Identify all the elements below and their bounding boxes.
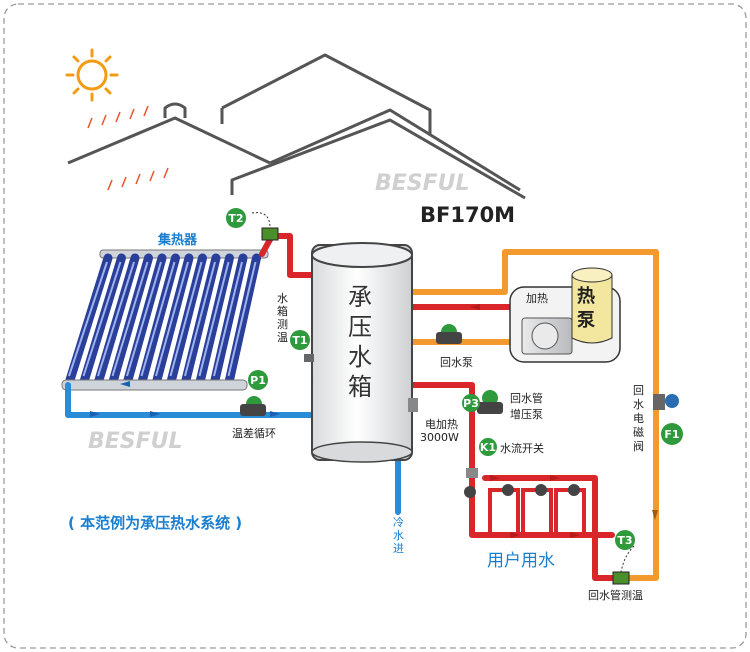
collector-tube-highlight bbox=[82, 261, 122, 377]
return-pump-label: 回水泵 bbox=[440, 356, 473, 369]
collector-tube-highlight bbox=[184, 261, 216, 377]
badge-p1 bbox=[248, 370, 268, 390]
collector-tube-highlight bbox=[213, 261, 243, 377]
p1-label: 温差循环 bbox=[232, 426, 276, 440]
return-valve-pipe bbox=[621, 397, 659, 581]
badge-p3-text: P3 bbox=[463, 397, 479, 410]
badge-t3-text: T3 bbox=[617, 534, 632, 547]
collector-tubes bbox=[65, 253, 261, 385]
electric-heater-element bbox=[408, 398, 418, 412]
system-note: ( 本范例为承压热水系统 ) bbox=[68, 514, 242, 532]
heat-pump-supply-pipe bbox=[407, 249, 659, 403]
pump-p1-icon bbox=[240, 396, 266, 416]
heating-label: 加热 bbox=[526, 292, 548, 305]
house-outline bbox=[67, 53, 526, 200]
collector-cold-pipe bbox=[65, 382, 321, 418]
frame-border bbox=[3, 3, 747, 649]
badge-t2-text: T2 bbox=[228, 212, 243, 225]
collector-tube-highlight bbox=[155, 261, 189, 377]
heat-pump-label-2: 泵 bbox=[577, 310, 595, 331]
collector-tube-highlight bbox=[169, 261, 203, 377]
collector-hot-pipe bbox=[259, 233, 319, 278]
sensor-t3-icon bbox=[612, 545, 635, 585]
heater-label-2: 3000W bbox=[420, 431, 459, 444]
user-flow-arrows bbox=[490, 475, 580, 538]
collector-tube-highlight bbox=[97, 261, 135, 377]
badge-p1-text: P1 bbox=[250, 374, 266, 387]
pressure-tank bbox=[311, 242, 418, 463]
collector-tube-highlight bbox=[68, 261, 108, 377]
sensor-t2-icon bbox=[251, 212, 279, 241]
collector-tube-highlight bbox=[198, 261, 230, 377]
collector-label: 集热器 bbox=[157, 232, 198, 248]
tank-temp-label: 水箱测温 bbox=[277, 292, 288, 344]
return-pump-icon bbox=[436, 324, 462, 344]
sun-icon bbox=[65, 48, 119, 102]
solar-collector bbox=[61, 249, 269, 391]
model-label: BF170M bbox=[420, 203, 515, 227]
switch-k1-icon bbox=[466, 468, 478, 478]
collector-tube-highlight bbox=[140, 261, 176, 377]
sensor-t1-icon bbox=[304, 354, 314, 362]
badge-t1-text: T1 bbox=[292, 334, 307, 347]
badge-t2 bbox=[226, 208, 246, 228]
p3-label-1: 回水管 bbox=[510, 391, 543, 405]
p3-label-2: 增压泵 bbox=[510, 407, 543, 421]
badge-k1 bbox=[479, 438, 497, 456]
heat-pump bbox=[509, 267, 621, 363]
k1-label: 水流开关 bbox=[500, 441, 544, 455]
user-fixtures bbox=[488, 488, 586, 536]
collector-tube-highlight bbox=[126, 261, 162, 377]
shower-heads bbox=[464, 484, 580, 498]
users-label: 用户用水 bbox=[487, 551, 555, 571]
collector-tube-highlight bbox=[227, 261, 257, 377]
badge-f1 bbox=[661, 423, 683, 445]
tank-label: 承压水箱 bbox=[348, 283, 372, 401]
user-hot-pipe bbox=[407, 382, 475, 481]
brand-watermark-top: BESFUL bbox=[375, 171, 470, 196]
solenoid-valve-icon bbox=[653, 394, 679, 410]
badge-t3 bbox=[615, 530, 635, 550]
flow-arrows bbox=[90, 381, 280, 417]
badge-k1-text: K1 bbox=[480, 441, 496, 454]
cold-water-label: 冷水进 bbox=[393, 516, 404, 555]
badge-t1 bbox=[290, 330, 310, 350]
collector-tube-highlight bbox=[111, 261, 149, 377]
heater-label-1: 电加热 bbox=[425, 418, 458, 431]
badge-f1-text: F1 bbox=[664, 428, 679, 441]
f1-label: 回水电磁阀 bbox=[633, 384, 644, 453]
heat-pump-label-1: 热 bbox=[577, 285, 595, 307]
badge-p3 bbox=[462, 394, 480, 412]
sunlight-arrows bbox=[87, 105, 169, 191]
badges: T2 T1 P1 P3 K1 F1 T3 bbox=[226, 208, 683, 550]
brand-watermark-bottom: BESFUL bbox=[88, 429, 183, 454]
pump-p3-icon bbox=[477, 390, 503, 414]
t3-label: 回水管测温 bbox=[588, 588, 643, 602]
